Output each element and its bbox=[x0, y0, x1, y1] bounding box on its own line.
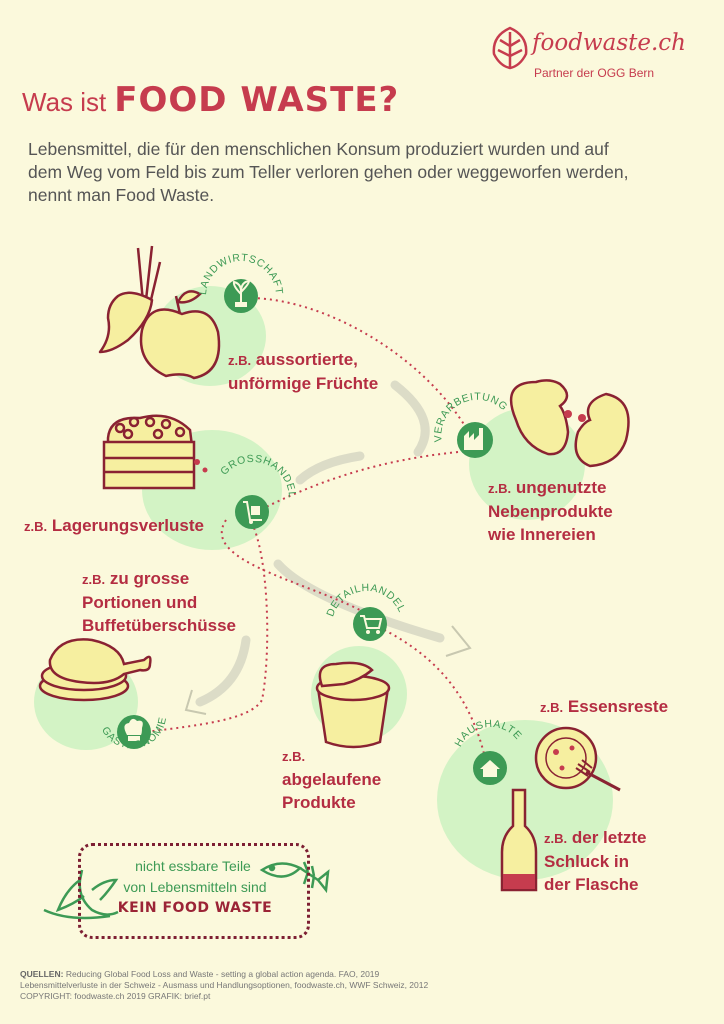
caption-line: aussortierte, bbox=[255, 350, 358, 369]
caption-line: Lagerungsverluste bbox=[51, 516, 204, 535]
caption-line: Produkte bbox=[282, 793, 356, 812]
source-line: Lebensmittelverluste in der Schweiz - Au… bbox=[20, 980, 429, 990]
caption-gastronomie: z.B. zu grosse Portionen und Buffetübers… bbox=[82, 567, 236, 637]
caption-zb: z.B. bbox=[488, 481, 512, 496]
chicken-leg-illustration bbox=[38, 638, 152, 702]
caption-line: der letzte bbox=[571, 828, 647, 847]
caption-zb: z.B. bbox=[228, 353, 252, 368]
supply-chain-path bbox=[145, 297, 487, 763]
brand-name: foodwaste.ch bbox=[532, 30, 686, 56]
flow-arrowheads bbox=[184, 625, 472, 715]
kidney-illustration bbox=[509, 379, 630, 468]
hand-truck-icon bbox=[235, 495, 269, 529]
yogurt-cup-illustration bbox=[315, 661, 391, 749]
caption-line: abgelaufene bbox=[282, 770, 382, 789]
factory-icon bbox=[457, 422, 493, 458]
caption-line: Essensreste bbox=[567, 697, 669, 716]
shopping-cart-icon bbox=[353, 607, 387, 641]
caption-zb: z.B. bbox=[24, 519, 48, 534]
caption-grosshandel: z.B. Lagerungsverluste bbox=[24, 514, 204, 538]
caption-verarbeitung: z.B. ungenutzte Nebenprodukte wie Innere… bbox=[488, 476, 613, 546]
crate-illustration bbox=[102, 414, 196, 490]
caption-zb: z.B. bbox=[544, 831, 568, 846]
caption-zb: z.B. bbox=[82, 572, 106, 587]
flow-arrows bbox=[195, 380, 445, 707]
non-food-note-box bbox=[78, 843, 310, 939]
chef-hat-icon bbox=[117, 715, 151, 749]
sources-label: QUELLEN: bbox=[20, 969, 64, 979]
caption-line: zu grosse bbox=[109, 569, 190, 588]
carrot-illustration bbox=[98, 245, 162, 354]
caption-line: Buffetüberschüsse bbox=[82, 616, 236, 635]
caption-line: Portionen und bbox=[82, 593, 198, 612]
caption-line: wie Innereien bbox=[488, 525, 596, 544]
caption-zb: z.B. bbox=[282, 749, 306, 764]
logo-leaf-icon bbox=[492, 26, 528, 70]
bottle-illustration bbox=[500, 788, 538, 892]
intro-text: Lebensmittel, die für den menschlichen K… bbox=[28, 139, 629, 205]
title-strong: FOOD WASTE? bbox=[114, 80, 400, 120]
title-prefix: Was ist bbox=[22, 87, 107, 117]
source-line: Reducing Global Food Loss and Waste - se… bbox=[65, 969, 380, 979]
plate-illustration bbox=[534, 726, 621, 792]
caption-zb: z.B. bbox=[540, 700, 564, 715]
caption-line: Nebenprodukte bbox=[488, 502, 613, 521]
banana-peel-illustration bbox=[43, 869, 119, 920]
caption-haushalte-leftovers: z.B. Essensreste bbox=[540, 695, 668, 719]
caption-detailhandel: z.B. abgelaufene Produkte bbox=[282, 745, 381, 814]
partner-line: Partner der OGG Bern bbox=[534, 66, 655, 80]
note-line: von Lebensmitteln sind bbox=[123, 879, 267, 895]
apple-illustration bbox=[139, 290, 221, 380]
note-line: nicht essbare Teile bbox=[135, 858, 251, 874]
house-icon bbox=[473, 751, 507, 785]
copyright-line: COPYRIGHT: foodwaste.ch 2019 GRAFIK: bri… bbox=[20, 991, 211, 1001]
caption-line: Schluck in bbox=[544, 852, 630, 871]
caption-line: unförmige Früchte bbox=[228, 374, 379, 393]
caption-haushalte-bottle: z.B. der letzte Schluck in der Flasche bbox=[544, 826, 647, 896]
sources-footer: QUELLEN: Reducing Global Food Loss and W… bbox=[20, 969, 700, 1002]
sprout-icon bbox=[224, 279, 258, 313]
caption-line: der Flasche bbox=[544, 875, 639, 894]
caption-landwirtschaft: z.B. aussortierte, unförmige Früchte bbox=[228, 348, 378, 395]
caption-line: ungenutzte bbox=[515, 478, 607, 497]
note-emphasis: KEIN FOOD WASTE bbox=[117, 900, 273, 916]
